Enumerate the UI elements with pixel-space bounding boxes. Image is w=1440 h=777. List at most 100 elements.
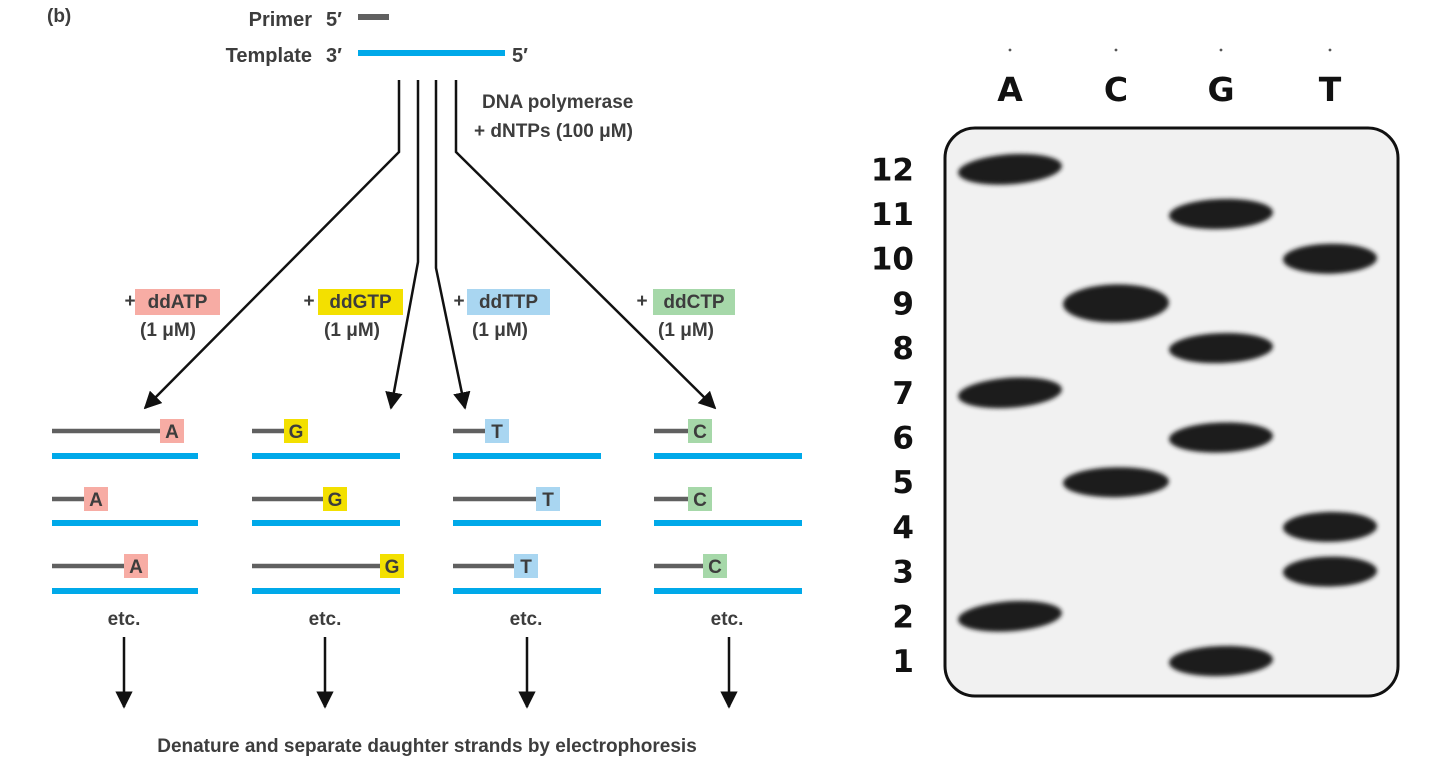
position-number: 3	[892, 555, 914, 591]
terminator-box	[323, 487, 347, 511]
terminator-box	[514, 554, 538, 578]
terminator-box	[160, 419, 184, 443]
terminator-base: G	[385, 557, 400, 578]
terminator-base: T	[491, 422, 503, 443]
reaction-plus-sign: +	[303, 291, 314, 312]
etc-label: etc.	[711, 609, 744, 630]
well-dot	[1114, 48, 1118, 52]
terminator-base: G	[328, 490, 343, 511]
terminator-box	[688, 487, 712, 511]
position-number: 12	[871, 152, 914, 188]
lane-header-g: G	[1207, 70, 1234, 109]
position-number: 10	[871, 242, 914, 278]
gel-band-a-2	[958, 600, 1062, 632]
well-dot	[1328, 48, 1332, 52]
gel-band-a-7	[958, 377, 1062, 409]
polymerase-label: DNA polymerase	[482, 92, 633, 113]
position-number: 5	[892, 465, 914, 501]
gel-well-dots	[1008, 48, 1332, 52]
etc-label: etc.	[309, 609, 342, 630]
reagent-highlight	[467, 289, 550, 315]
terminator-box	[124, 554, 148, 578]
etc-label: etc.	[510, 609, 543, 630]
panel-label: (b)	[47, 6, 71, 27]
primer-label: Primer	[249, 9, 313, 31]
terminator-box	[485, 419, 509, 443]
reagent-concentration: (1 μM)	[140, 320, 196, 341]
terminator-base: A	[129, 557, 143, 578]
branch-arrows	[143, 80, 717, 410]
reagent-name: ddGTP	[329, 292, 392, 313]
terminator-box	[536, 487, 560, 511]
lane-header-c: C	[1104, 70, 1128, 109]
terminator-base: C	[693, 490, 707, 511]
arrow-to-ddctp	[454, 80, 717, 410]
reagent-concentration: (1 μM)	[658, 320, 714, 341]
etc-label: etc.	[108, 609, 141, 630]
reaction-plus-sign: +	[636, 291, 647, 312]
gel-band-t-10	[1283, 243, 1377, 274]
gel-band-t-4	[1283, 511, 1377, 542]
arrow-to-ddgtp	[385, 80, 420, 410]
reagent-concentration: (1 μM)	[324, 320, 380, 341]
position-number: 4	[892, 510, 914, 546]
gel-band-g-1	[1169, 645, 1273, 677]
gel-band-a-12	[958, 153, 1062, 185]
terminator-base: C	[693, 422, 707, 443]
reagent-highlight	[318, 289, 403, 315]
primer-5prime-label: 5′	[326, 9, 342, 31]
position-number: 7	[892, 376, 914, 412]
reaction-plus-sign: +	[124, 291, 135, 312]
well-dot	[1008, 48, 1012, 52]
position-number: 2	[892, 599, 914, 635]
gel-position-numbers: 12 11 10 9 8 7 6 5 4 3 2 1	[871, 152, 914, 680]
terminator-base: A	[165, 422, 179, 443]
arrow-to-ddttp	[434, 80, 471, 410]
lane-header-t: T	[1319, 70, 1342, 109]
terminator-box	[380, 554, 404, 578]
dntp-label: + dNTPs (100 μM)	[474, 121, 633, 142]
arrow-to-ddatp	[143, 80, 401, 410]
gel-band-g-11	[1169, 198, 1273, 230]
footer-caption: Denature and separate daughter strands b…	[157, 736, 697, 757]
terminator-box	[688, 419, 712, 443]
template-5prime-label: 5′	[512, 45, 528, 67]
down-arrows	[115, 637, 738, 709]
position-number: 6	[892, 421, 914, 457]
gel-frame	[943, 126, 1400, 698]
terminator-box	[284, 419, 308, 443]
reagent-highlight	[135, 289, 220, 315]
reagent-concentration: (1 μM)	[472, 320, 528, 341]
gel-bands	[958, 153, 1377, 677]
gel-band-t-3	[1283, 556, 1377, 587]
reagent-highlight	[653, 289, 735, 315]
reagent-name: ddATP	[148, 292, 208, 313]
well-dot	[1219, 48, 1223, 52]
terminator-base: G	[289, 422, 304, 443]
terminator-base: A	[89, 490, 103, 511]
terminator-base: C	[708, 557, 722, 578]
terminator-base: T	[542, 490, 554, 511]
position-number: 11	[871, 197, 914, 233]
reagent-name: ddCTP	[663, 292, 725, 313]
gel-band-g-6	[1169, 422, 1273, 453]
lane-header-a: A	[997, 70, 1023, 109]
terminator-base: T	[520, 557, 532, 578]
terminator-box	[703, 554, 727, 578]
position-number: 1	[892, 644, 914, 680]
template-3prime-label: 3′	[326, 45, 342, 67]
gel-band-g-8	[1169, 332, 1273, 364]
gel-band-c-9	[1063, 284, 1169, 323]
sequencing-gel: A C G T 12 11 10 9 8 7 6 5 4 3 2 1	[871, 48, 1400, 698]
position-number: 8	[892, 331, 914, 367]
reaction-plus-sign: +	[453, 291, 464, 312]
gel-band-c-5	[1063, 467, 1169, 498]
position-number: 9	[892, 286, 914, 322]
